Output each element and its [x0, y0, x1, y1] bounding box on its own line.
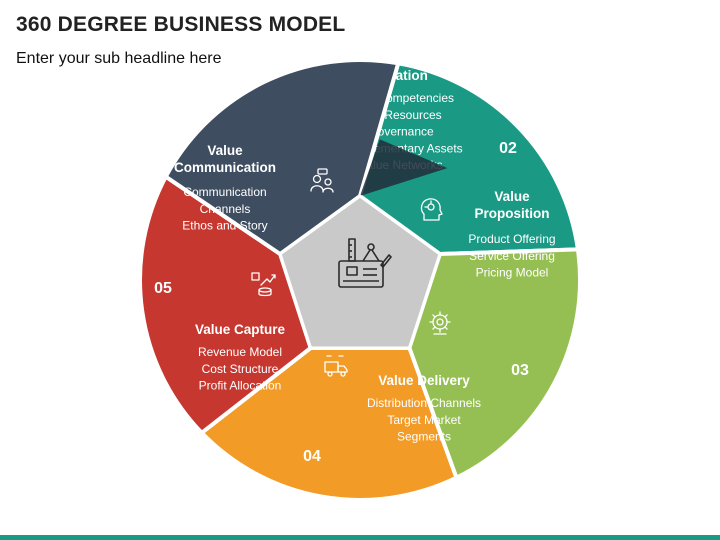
revenue-growth-icon	[251, 272, 276, 297]
segment-number: 02	[499, 140, 517, 157]
segment-number: 04	[303, 448, 321, 465]
segment-item: Distribution Channels	[367, 396, 481, 410]
bottom-accent-bar	[0, 535, 720, 540]
segment-title-line: Proposition	[475, 206, 550, 221]
segment-item: Profit Allocation	[199, 379, 282, 393]
segment-item: Service Offering	[469, 249, 555, 263]
segment-shape	[358, 61, 580, 256]
center-pentagon-group	[278, 194, 442, 350]
settings-gear-icon	[429, 311, 451, 335]
segment-item: Governance	[368, 125, 434, 139]
segment-title: Value Capture	[195, 322, 286, 337]
segment-number: 03	[511, 362, 529, 379]
segment-title: Value Delivery	[378, 373, 470, 388]
segment-title-line: Value Capture	[195, 322, 286, 337]
segment-title-line: Communication	[174, 160, 276, 175]
page-title: 360 DEGREE BUSINESS MODEL	[16, 13, 346, 36]
segment-item: Channels	[200, 202, 251, 216]
segment-shape	[199, 346, 459, 502]
segment-shape	[138, 174, 313, 435]
segment-item: Product Offering	[468, 232, 555, 246]
segment-item: Target Market	[387, 413, 461, 427]
segment-title-line: Value	[494, 189, 530, 204]
delivery-truck-icon	[324, 355, 348, 377]
segment-item: Segments	[397, 430, 451, 444]
segment-item: Communication	[183, 185, 266, 199]
segment-title-line: Value	[207, 143, 243, 158]
segment-item: Cost Structure	[202, 362, 279, 376]
segment-title-line: Value Delivery	[378, 373, 470, 388]
page-subtitle: Enter your sub headline here	[16, 50, 222, 67]
team-communication-icon	[310, 168, 334, 193]
segment-item: Pricing Model	[476, 266, 549, 280]
center-pentagon	[278, 194, 442, 350]
segment-fold-tab	[360, 139, 448, 196]
segment-shape	[407, 247, 582, 480]
idea-head-icon	[420, 198, 443, 221]
segment-number: 05	[154, 280, 172, 297]
segment-shape	[163, 57, 401, 256]
segment-item: Ethos and Story	[182, 219, 267, 233]
segment-item: Revenue Model	[198, 345, 282, 359]
design-tools-icon	[338, 238, 392, 288]
